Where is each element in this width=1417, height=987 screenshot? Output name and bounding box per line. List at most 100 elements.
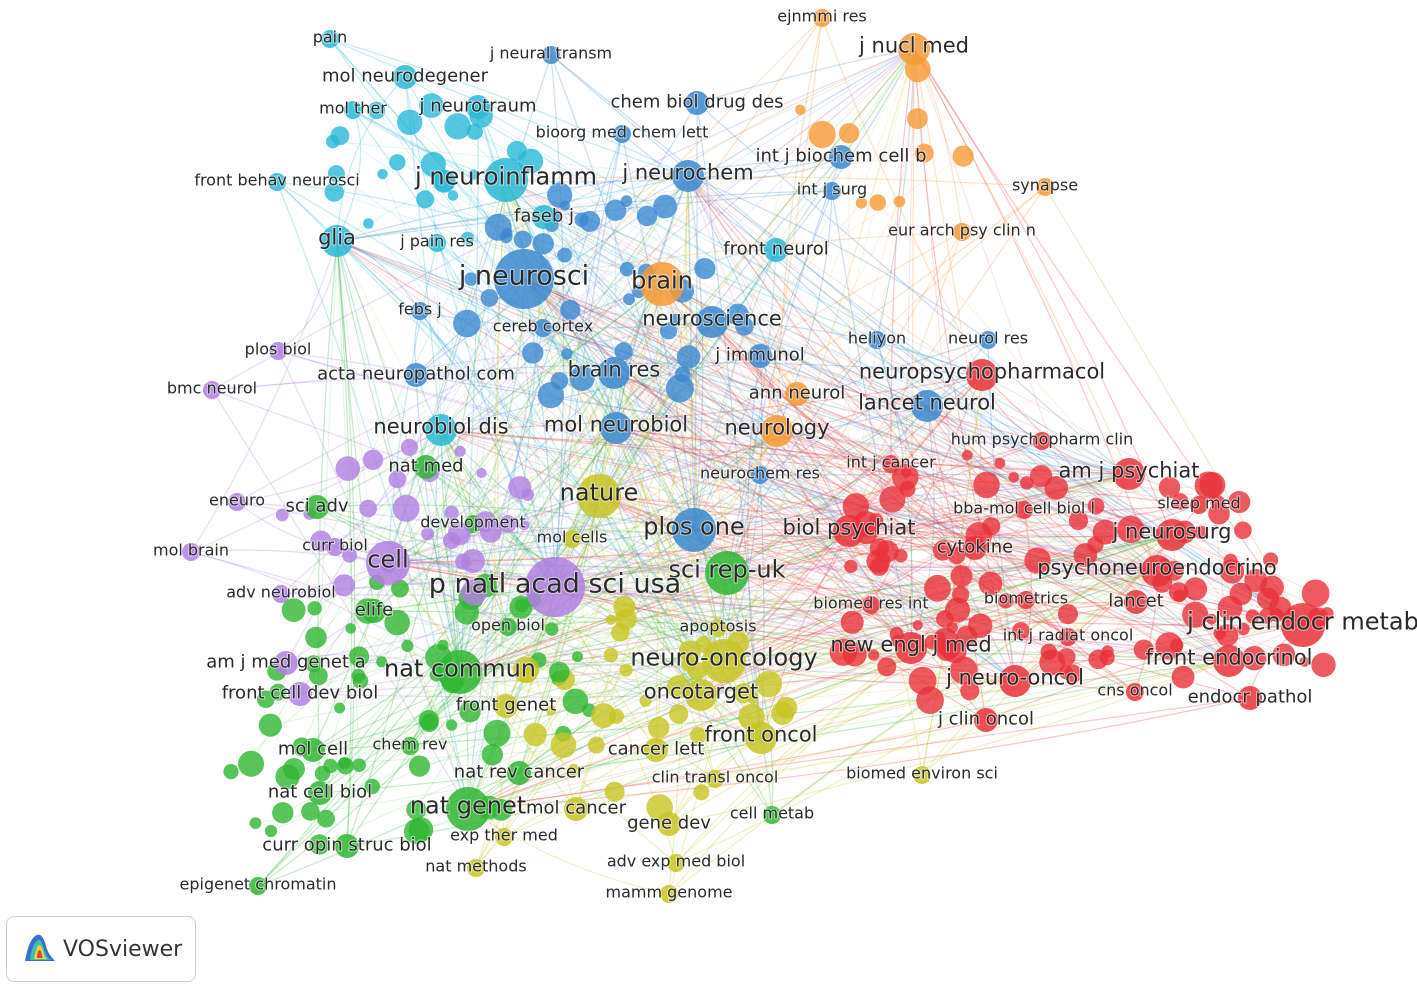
journal-node[interactable] bbox=[562, 688, 589, 715]
journal-node-mol-neurobiol[interactable] bbox=[600, 412, 632, 444]
journal-node[interactable] bbox=[327, 165, 345, 183]
journal-label[interactable]: biol psychiat bbox=[781, 514, 916, 540]
journal-node[interactable] bbox=[1272, 643, 1296, 667]
journal-label[interactable]: j immunol bbox=[713, 343, 806, 366]
journal-node-sci-rep-uk[interactable] bbox=[705, 551, 749, 595]
journal-label[interactable]: neuroscience bbox=[641, 305, 783, 331]
journal-node-neuroscience[interactable] bbox=[696, 306, 728, 338]
journal-node[interactable] bbox=[364, 778, 380, 795]
journal-label[interactable]: development bbox=[419, 512, 527, 533]
journal-label[interactable]: neurobiol dis bbox=[372, 413, 509, 439]
journal-node[interactable] bbox=[420, 151, 446, 177]
journal-node-cereb-cortex[interactable] bbox=[534, 319, 552, 337]
journal-node[interactable] bbox=[461, 579, 487, 606]
journal-node[interactable] bbox=[376, 656, 388, 668]
journal-label[interactable]: int j biochem cell b bbox=[754, 144, 927, 167]
journal-node[interactable] bbox=[391, 579, 409, 598]
journal-node[interactable] bbox=[453, 309, 481, 338]
journal-label[interactable]: sci rep-uk bbox=[667, 554, 786, 584]
journal-node-j-pain-res[interactable] bbox=[428, 234, 446, 252]
journal-label[interactable]: sleep med bbox=[1156, 493, 1241, 514]
journal-node[interactable] bbox=[509, 595, 533, 619]
journal-node-epigenet-chromatin[interactable] bbox=[249, 877, 267, 895]
journal-node[interactable] bbox=[480, 289, 499, 307]
journal-label[interactable]: front endocrinol bbox=[1144, 644, 1313, 670]
journal-label[interactable]: faseb j bbox=[513, 204, 575, 227]
journal-label[interactable]: chem rev bbox=[372, 734, 449, 755]
journal-label[interactable]: lancet bbox=[1107, 589, 1164, 612]
journal-node[interactable] bbox=[1024, 547, 1051, 574]
journal-node[interactable] bbox=[727, 303, 749, 326]
journal-label[interactable]: int j surg bbox=[796, 179, 868, 200]
journal-node[interactable] bbox=[1194, 471, 1223, 500]
journal-label[interactable]: synapse bbox=[1011, 175, 1079, 196]
journal-node-nat-genet[interactable] bbox=[446, 787, 490, 831]
journal-node-j-neural-transm[interactable] bbox=[542, 46, 560, 64]
journal-node[interactable] bbox=[567, 763, 580, 776]
journal-node[interactable] bbox=[537, 382, 564, 409]
journal-node-open-biol[interactable] bbox=[499, 618, 517, 636]
journal-node[interactable] bbox=[771, 702, 795, 725]
journal-label[interactable]: biometrics bbox=[983, 588, 1069, 609]
journal-node[interactable] bbox=[476, 468, 487, 478]
journal-node-apoptosis[interactable] bbox=[709, 619, 727, 637]
journal-node[interactable] bbox=[829, 638, 857, 666]
journal-node[interactable] bbox=[614, 342, 633, 361]
journal-node[interactable] bbox=[468, 169, 479, 180]
journal-node[interactable] bbox=[421, 527, 434, 541]
journal-label[interactable]: mamm genome bbox=[604, 882, 733, 903]
journal-node[interactable] bbox=[532, 233, 554, 255]
journal-label[interactable]: neuropsychopharmacol bbox=[858, 358, 1106, 384]
journal-label[interactable]: endocr pathol bbox=[1187, 685, 1314, 708]
journal-node[interactable] bbox=[997, 593, 1014, 609]
journal-node-j-neurochem[interactable] bbox=[672, 160, 704, 192]
journal-node[interactable] bbox=[892, 463, 919, 491]
journal-label[interactable]: mol ther bbox=[318, 98, 388, 119]
journal-node[interactable] bbox=[579, 210, 601, 232]
journal-node[interactable] bbox=[1063, 664, 1083, 683]
journal-node[interactable] bbox=[1215, 624, 1239, 647]
journal-node[interactable] bbox=[258, 713, 282, 737]
journal-node[interactable] bbox=[557, 247, 572, 263]
journal-node[interactable] bbox=[499, 515, 517, 533]
journal-label[interactable]: mol cancer bbox=[525, 796, 628, 819]
journal-label[interactable]: cell bbox=[366, 544, 409, 574]
journal-node-j-neuroinflamm[interactable] bbox=[484, 158, 528, 202]
journal-node[interactable] bbox=[1263, 552, 1279, 568]
journal-node[interactable] bbox=[693, 784, 710, 801]
journal-label[interactable]: j neurochem bbox=[620, 159, 754, 185]
journal-node-bmc-neurol[interactable] bbox=[203, 381, 221, 399]
journal-node-nat-rev-cancer[interactable] bbox=[507, 761, 531, 785]
journal-node-int-j-biochem-cell-b[interactable] bbox=[829, 145, 853, 169]
journal-node[interactable] bbox=[550, 732, 577, 758]
journal-node[interactable] bbox=[330, 126, 350, 146]
journal-node-front-cell-dev-biol[interactable] bbox=[288, 682, 312, 706]
journal-node[interactable] bbox=[646, 794, 673, 821]
journal-node[interactable] bbox=[1237, 622, 1250, 636]
journal-label[interactable]: j neurosci bbox=[457, 259, 590, 292]
journal-node-neurochem-res[interactable] bbox=[751, 466, 769, 484]
journal-node[interactable] bbox=[264, 824, 278, 838]
journal-node-mol-brain[interactable] bbox=[182, 543, 200, 561]
journal-label[interactable]: curr biol bbox=[301, 535, 369, 556]
journal-node[interactable] bbox=[419, 93, 444, 118]
journal-node[interactable] bbox=[1020, 476, 1034, 490]
journal-node-chem-rev[interactable] bbox=[401, 737, 419, 755]
journal-label[interactable]: brain bbox=[630, 265, 694, 295]
journal-node[interactable] bbox=[459, 701, 481, 723]
journal-node[interactable] bbox=[893, 195, 906, 208]
journal-label[interactable]: am j psychiat bbox=[1057, 457, 1200, 483]
journal-node[interactable] bbox=[665, 374, 694, 403]
journal-node[interactable] bbox=[1242, 646, 1267, 671]
journal-node-mol-neurodegener[interactable] bbox=[393, 65, 417, 89]
journal-node[interactable] bbox=[605, 614, 617, 625]
journal-node[interactable] bbox=[808, 120, 836, 149]
journal-label[interactable]: epigenet chromatin bbox=[179, 874, 338, 895]
journal-node[interactable] bbox=[352, 758, 367, 772]
journal-node[interactable] bbox=[603, 647, 619, 663]
journal-node[interactable] bbox=[481, 744, 503, 766]
journal-label[interactable]: p natl acad sci usa bbox=[428, 567, 682, 600]
journal-node[interactable] bbox=[546, 705, 557, 716]
journal-node[interactable] bbox=[932, 540, 954, 561]
